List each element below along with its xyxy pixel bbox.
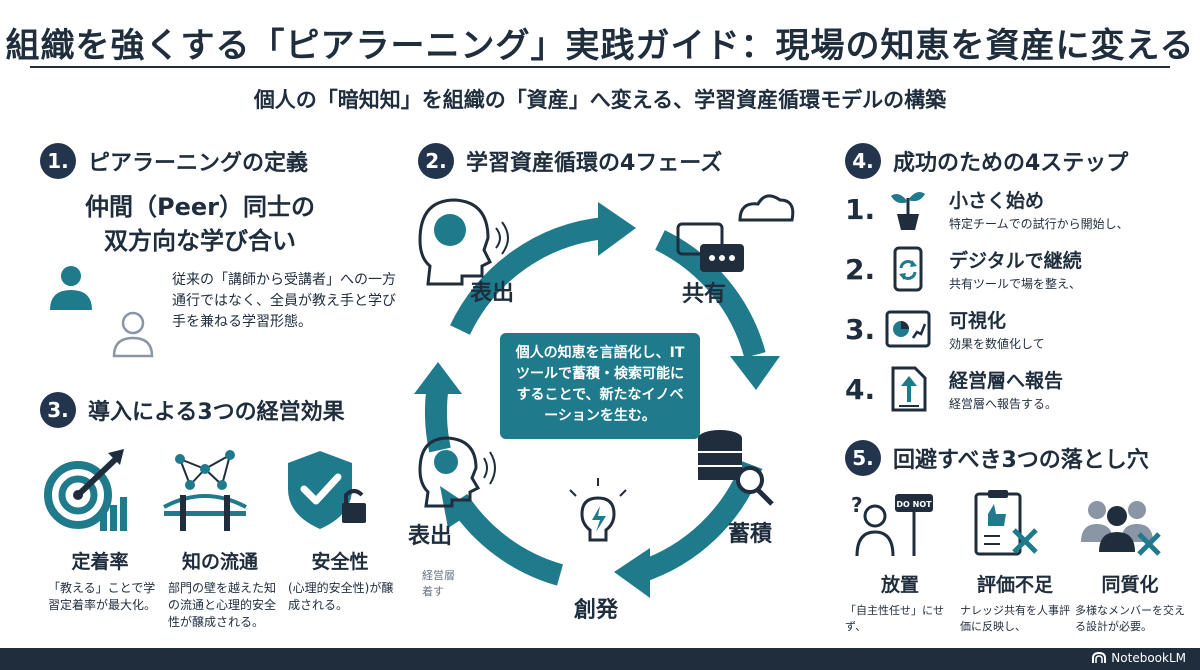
section1-definition: 仲間（Peer）同士の 双方向な学び合い [40, 190, 360, 258]
notebooklm-logo-icon [1092, 652, 1107, 663]
pitfall-homogeneity: 同質化 多様なメンバーを交える設計が必要。 [1075, 490, 1185, 635]
title-divider [30, 66, 1170, 68]
step-1: 1. 小さく始め 特定チームでの試行から開始し、 [845, 186, 1129, 232]
person-outline-icon [112, 311, 154, 358]
sprout-icon [891, 192, 925, 230]
step-1-number: 1. [845, 192, 876, 226]
brand-name: NotebookLM [1111, 651, 1186, 665]
section4-number-badge: 4. [845, 143, 881, 179]
svg-text:?: ? [851, 493, 863, 517]
person-filled-icon [50, 266, 92, 310]
report-upload-icon [891, 366, 927, 412]
step-2-title: デジタルで継続 [949, 250, 1082, 272]
step-3-desc: 効果を数値化して [949, 337, 1045, 351]
section2-number-badge: 2. [418, 143, 454, 179]
person-donot-sign-icon: ? DO NOT [851, 493, 933, 557]
section3-number-badge: 3. [40, 392, 76, 428]
step-1-desc: 特定チームでの試行から開始し、 [949, 217, 1129, 231]
section5-number-badge: 5. [845, 440, 881, 476]
target-growth-icon [44, 449, 127, 531]
phase-share: 共有 [682, 282, 727, 307]
cycle-center-summary: 個人の知恵を言語化し、ITツールで蓄積・検索可能にすることで、新たなイノベーショ… [500, 333, 700, 439]
pitfall-lack-of-evaluation: 評価不足 ナレッジ共有を人事評価に反映し、 [960, 490, 1070, 635]
effect-knowledge-flow-desc: 部門の壁を越えた知の流通と心理的安全性が醸成される。 [168, 581, 277, 629]
cycle-arrow-right-top [655, 230, 766, 359]
section3-header: 3. 導入による3つの経営効果 [40, 392, 345, 428]
step-3-title: 可視化 [949, 310, 1007, 332]
footer-bar: NotebookLM [0, 648, 1200, 670]
step-2-number: 2. [845, 252, 876, 286]
pitfall-neglect: ? DO NOT 放置 「自主性任せ」にせず、 [845, 490, 955, 635]
cycle-arrow-top-left [450, 217, 607, 335]
small-note-line2: 着す [422, 585, 444, 598]
step-4-number: 4. [845, 372, 876, 406]
phase-emerge: 創発 [574, 598, 619, 623]
shield-lock-icon [288, 451, 366, 529]
pitfall-neglect-name: 放置 [880, 574, 919, 596]
clipboard-thumbs-up-x-icon [974, 490, 1038, 556]
definition-line1: 仲間（Peer）同士の [85, 193, 315, 221]
page-title: 組織を強くする「ピアラーニング」実践ガイド：現場の知恵を資産に変える [5, 26, 1195, 66]
cycle-small-note: 経営層 着す [422, 568, 455, 600]
chat-cloud-icon [676, 194, 795, 272]
effect-safety-desc: (心理的安全性)が醸成される。 [288, 581, 394, 612]
phase-accumulate: 蓄積 [728, 522, 773, 547]
pitfall-lack-of-evaluation-name: 評価不足 [976, 574, 1053, 596]
section1-header: 1. ピアラーニングの定義 [40, 143, 308, 179]
effect-safety: 安全性 (心理的安全性)が醸成される。 [280, 445, 400, 614]
section5-title: 回避すべき3つの落とし穴 [893, 448, 1149, 473]
definition-line2: 双方向な学び合い [104, 227, 296, 255]
pitfall-lack-of-evaluation-desc: ナレッジ共有を人事評価に反映し、 [960, 604, 1070, 633]
step-2-desc: 共有ツールで場を整え、 [949, 277, 1082, 291]
smartphone-sync-icon [893, 246, 923, 292]
phase-externalize-lower: 表出 [408, 524, 453, 549]
step-3: 3. 可視化 効果を数値化して [845, 306, 1045, 352]
step-1-title: 小さく始め [949, 190, 1045, 212]
section4-title: 成功のための4ステップ [893, 151, 1129, 176]
brand-badge: NotebookLM [1092, 651, 1186, 665]
brain-head-icon [418, 198, 509, 286]
brain-head-icon-lower [418, 436, 496, 508]
step-2: 2. デジタルで継続 共有ツールで場を整え、 [845, 246, 1082, 292]
pitfall-neglect-desc: 「自主性任せ」にせず、 [845, 604, 944, 633]
effect-retention: 定着率 「教える」ことで学習定着率が最大化。 [40, 445, 160, 614]
step-3-number: 3. [845, 312, 876, 346]
phase-externalize: 表出 [470, 281, 515, 306]
section4-header: 4. 成功のための4ステップ [845, 143, 1128, 179]
group-x-icon [1081, 501, 1161, 556]
page-subtitle: 個人の「暗知知」を組織の「資産」へ変える、学習資産循環モデルの構築 [253, 88, 947, 112]
effect-safety-name: 安全性 [311, 551, 369, 573]
section1-description: 従来の「講師から受講者」への一方通行ではなく、全員が教え手と学び手を兼ねる学習形… [172, 272, 396, 330]
section3-title: 導入による3つの経営効果 [88, 400, 345, 425]
pitfall-homogeneity-name: 同質化 [1101, 574, 1159, 596]
step-4-desc: 経営層へ報告する。 [949, 397, 1058, 411]
effect-knowledge-flow-name: 知の流通 [181, 551, 258, 573]
donot-sign-text: DO NOT [896, 500, 932, 509]
section1-title: ピアラーニングの定義 [88, 151, 309, 176]
network-bridge-icon [163, 450, 247, 531]
small-note-line1: 経営層 [422, 569, 455, 582]
section2-title: 学習資産循環の4フェーズ [466, 151, 723, 176]
effect-knowledge-flow: 知の流通 部門の壁を越えた知の流通と心理的安全性が醸成される。 [160, 445, 280, 631]
section2-header: 2. 学習資産循環の4フェーズ [418, 143, 722, 179]
lightbulb-icon [569, 478, 627, 542]
database-search-icon [698, 430, 774, 506]
section5-header: 5. 回避すべき3つの落とし穴 [845, 440, 1149, 476]
effect-retention-desc: 「教える」ことで学習定着率が最大化。 [48, 581, 157, 612]
step-4: 4. 経営層へ報告 経営層へ報告する。 [845, 366, 1063, 412]
step-4-title: 経営層へ報告 [949, 370, 1064, 392]
learning-cycle-diagram [414, 194, 795, 598]
dashboard-chart-icon [885, 310, 931, 348]
effect-retention-name: 定着率 [71, 551, 129, 573]
pitfall-homogeneity-desc: 多様なメンバーを交える設計が必要。 [1075, 604, 1185, 633]
section1-number-badge: 1. [40, 143, 76, 179]
